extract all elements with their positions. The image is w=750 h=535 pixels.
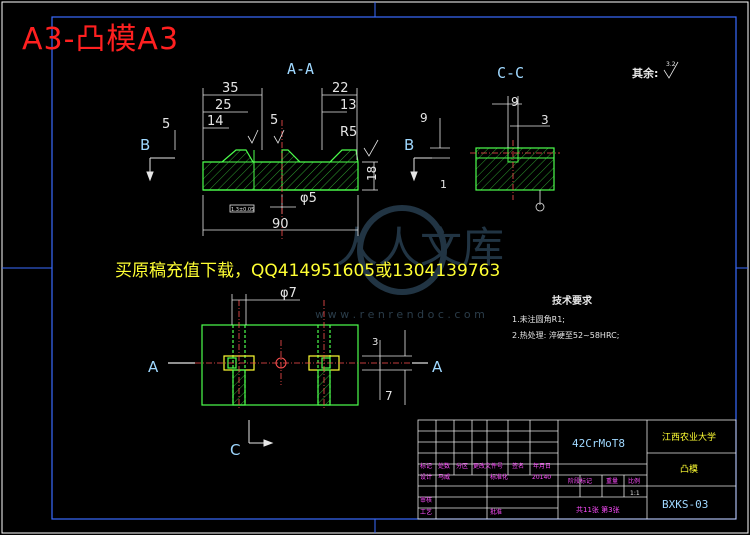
dim-cc-9-vert: 9: [420, 111, 428, 125]
tech-item-2: 2.热处理: 淬硬至52~58HRC;: [512, 330, 619, 340]
dim-22: 22: [332, 81, 349, 96]
tb-drawing-no: BXKS-03: [662, 498, 708, 511]
rest-roughness-label: 其余:: [632, 66, 658, 80]
tolerance-box: [229, 204, 255, 213]
datum-circle-cc: [535, 202, 545, 212]
tech-item-1: 1.未注圆角R1;: [512, 314, 565, 324]
dim-5-left: 5: [162, 117, 170, 132]
dim-bot-3: 3: [372, 337, 378, 348]
section-aa-body: [202, 149, 359, 191]
section-cc-centerline: [470, 140, 560, 200]
tb-process: 工艺: [420, 508, 432, 516]
tb-part-name: 凸模: [680, 464, 698, 475]
tb-standard-label: 标准化: [490, 473, 508, 481]
section-c-label-bottom: C: [230, 441, 240, 459]
section-b-arrow-right: [410, 157, 432, 182]
dim-phi5: φ5: [300, 191, 317, 206]
dim-r5: R5: [340, 125, 357, 140]
tb-header-count: 处数: [438, 462, 450, 470]
tolerance-text: 1.3±0.05: [231, 207, 254, 213]
tb-design-label: 设计: [420, 473, 432, 481]
dim-18: 18: [365, 166, 379, 181]
watermark-url: w w w . r e n r e n d o c . c o m: [315, 308, 485, 321]
section-cc-label: C-C: [497, 64, 524, 82]
dim-13: 13: [340, 98, 357, 113]
dim-phi7: φ7: [280, 286, 297, 301]
plan-view-dimensions: [231, 294, 412, 405]
section-a-label-right: A: [432, 358, 443, 376]
tb-header-zone: 分区: [456, 462, 468, 470]
tb-approve: 批准: [490, 508, 502, 516]
title-block-header-row: 标记 处数 分区 更改文件号 签名 年月日: [420, 462, 551, 470]
tb-material: 42CrMoT8: [572, 437, 625, 450]
tb-stage-label: 阶段标记: [568, 477, 592, 485]
title-block-design-row: 设计 马威 标准化 20140: [420, 473, 551, 481]
center-hole: [275, 357, 287, 369]
section-cc-dimensions: [430, 96, 550, 205]
tb-header-change: 更改文件号: [473, 462, 503, 470]
plan-view-centerlines: [195, 300, 420, 410]
dim-35: 35: [222, 81, 239, 96]
drawing-title: A3-凸模A3: [22, 22, 180, 57]
tb-date-value: 20140: [532, 474, 551, 481]
section-cc-body: [475, 147, 555, 191]
dim-cc-1: 1: [440, 178, 447, 191]
watermark-logo: 人人文库 w w w . r e n r e n d o c . c o m: [315, 205, 504, 321]
section-b-label-left: B: [140, 136, 150, 154]
roughness-mark-aa: [247, 129, 379, 157]
dim-14: 14: [207, 114, 224, 129]
tb-scale: 1:1: [630, 490, 640, 497]
section-a-label-left: A: [148, 358, 159, 376]
dim-5-top: 5: [270, 113, 278, 128]
tb-header-sign: 签名: [512, 462, 524, 470]
dim-cc-9: 9: [511, 95, 519, 109]
dim-bot-7: 7: [385, 389, 393, 403]
section-aa-label: A-A: [287, 60, 314, 78]
dim-90: 90: [272, 217, 289, 232]
tech-heading: 技术要求: [552, 294, 593, 307]
title-block-grid: [417, 419, 737, 520]
tb-ratio: 比例: [628, 477, 640, 485]
dim-cc-3: 3: [541, 113, 549, 127]
tb-check: 审核: [420, 496, 432, 504]
dim-25: 25: [215, 98, 232, 113]
rest-roughness-value: 3.2: [666, 61, 676, 68]
section-aa-dimensions: [174, 88, 378, 236]
tb-weight: 重量: [606, 477, 618, 485]
tb-designer: 马威: [438, 473, 450, 481]
section-c-arrow: [248, 420, 274, 447]
tb-header-date: 年月日: [533, 462, 551, 470]
tb-school: 江西农业大学: [662, 431, 716, 443]
tb-header-mark: 标记: [420, 462, 432, 470]
plan-view-outline: [201, 324, 359, 406]
promo-banner: 买原稿充值下载，QQ414951605或1304139763: [115, 261, 501, 281]
section-b-label-right: B: [404, 136, 414, 154]
section-b-arrow-left: [146, 157, 175, 182]
watermark-logo-text: 人人文库: [336, 223, 504, 272]
rest-roughness-symbol: [663, 61, 679, 79]
tb-sheets: 共11张 第3张: [576, 505, 620, 514]
